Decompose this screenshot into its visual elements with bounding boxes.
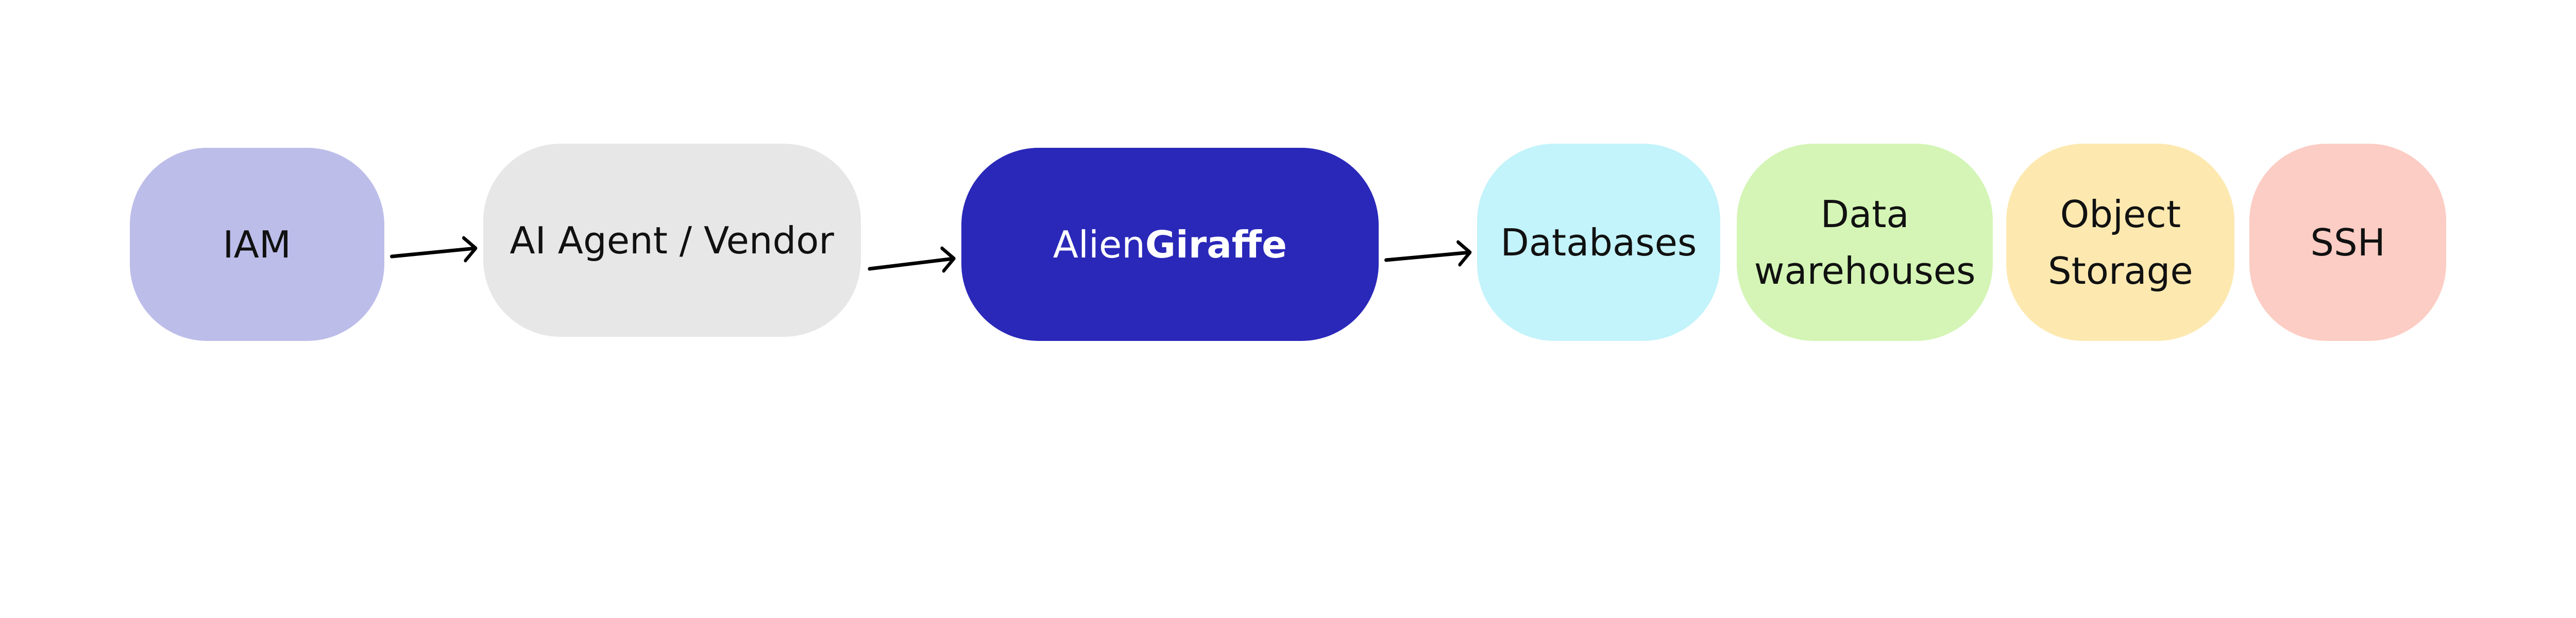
- node-databases-label: Databases: [1500, 220, 1697, 264]
- arrow-iam-to-agent: [390, 236, 478, 263]
- node-ai-agent-vendor: AI Agent / Vendor: [483, 144, 861, 337]
- aliengiraffe-regular: Alien: [1053, 222, 1145, 266]
- arrow-aliengiraffe-to-databases: [1384, 240, 1472, 267]
- node-data-warehouses-line1: Data: [1820, 192, 1909, 236]
- node-data-warehouses-line2: warehouses: [1754, 249, 1976, 293]
- node-databases: Databases: [1477, 144, 1721, 341]
- node-aliengiraffe-label: AlienGiraffe: [1053, 216, 1287, 273]
- node-aliengiraffe: AlienGiraffe: [961, 148, 1379, 341]
- node-object-storage-line2: Storage: [2047, 249, 2193, 293]
- node-iam: IAM: [129, 148, 384, 341]
- node-data-warehouses: Data warehouses: [1736, 144, 1993, 341]
- arrow-agent-to-aliengiraffe: [868, 246, 956, 273]
- node-ssh: SSH: [2249, 144, 2447, 341]
- node-ai-agent-vendor-label: AI Agent / Vendor: [510, 218, 834, 262]
- node-ssh-label: SSH: [2310, 220, 2385, 264]
- aliengiraffe-bold: Giraffe: [1145, 222, 1287, 266]
- node-object-storage: Object Storage: [2006, 144, 2235, 341]
- node-object-storage-line1: Object: [2060, 192, 2181, 236]
- node-iam-label: IAM: [223, 222, 292, 266]
